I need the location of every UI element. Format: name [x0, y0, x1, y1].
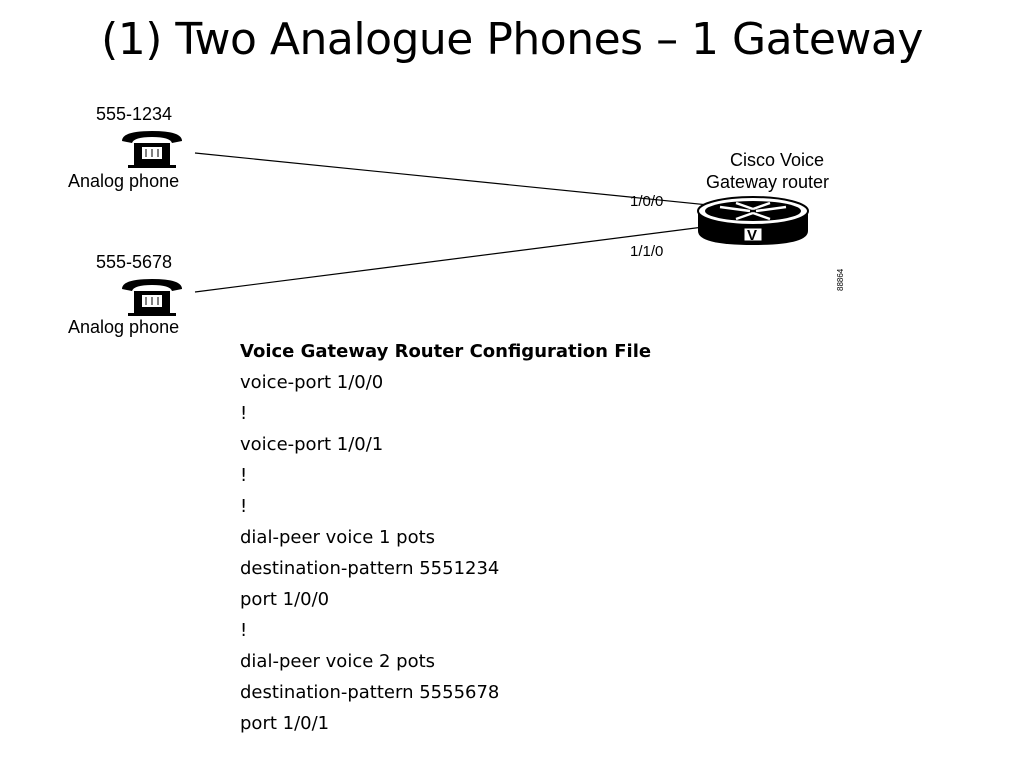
- config-line: voice-port 1/0/0: [240, 372, 384, 393]
- config-file: Voice Gateway Router Configuration File …: [240, 336, 940, 739]
- config-line: !: [240, 465, 248, 486]
- config-line: !: [240, 403, 248, 424]
- link-phone2-router: [194, 219, 759, 293]
- router-badge: V: [747, 227, 757, 244]
- port-label-bottom: 1/1/0: [630, 243, 663, 260]
- config-line: destination-pattern 5555678: [240, 682, 500, 703]
- phone-icon: [122, 279, 182, 316]
- phone1-label: Analog phone: [68, 171, 179, 191]
- phone-icon: [122, 131, 182, 168]
- config-line: port 1/0/0: [240, 589, 330, 610]
- router-icon: [697, 196, 809, 245]
- phone1-number: 555-1234: [96, 104, 172, 124]
- config-line: destination-pattern 5551234: [240, 558, 500, 579]
- config-line: voice-port 1/0/1: [240, 434, 384, 455]
- config-line: !: [240, 620, 248, 641]
- figure-id: 88864: [836, 268, 845, 291]
- network-diagram: 555-1234 Analog phone 555-5678 Analog ph…: [60, 95, 860, 340]
- config-line: !: [240, 496, 248, 517]
- config-line: dial-peer voice 1 pots: [240, 527, 436, 548]
- config-line: port 1/0/1: [240, 713, 330, 734]
- router-label-line1: Cisco Voice: [730, 150, 824, 170]
- port-label-top: 1/0/0: [630, 193, 663, 210]
- router-label-line2: Gateway router: [706, 172, 829, 192]
- phone2-label: Analog phone: [68, 317, 179, 337]
- phone2-number: 555-5678: [96, 252, 172, 272]
- config-heading: Voice Gateway Router Configuration File: [240, 341, 652, 362]
- config-line: dial-peer voice 2 pots: [240, 651, 436, 672]
- link-phone1-router: [194, 152, 759, 211]
- slide-title: (1) Two Analogue Phones – 1 Gateway: [101, 14, 923, 65]
